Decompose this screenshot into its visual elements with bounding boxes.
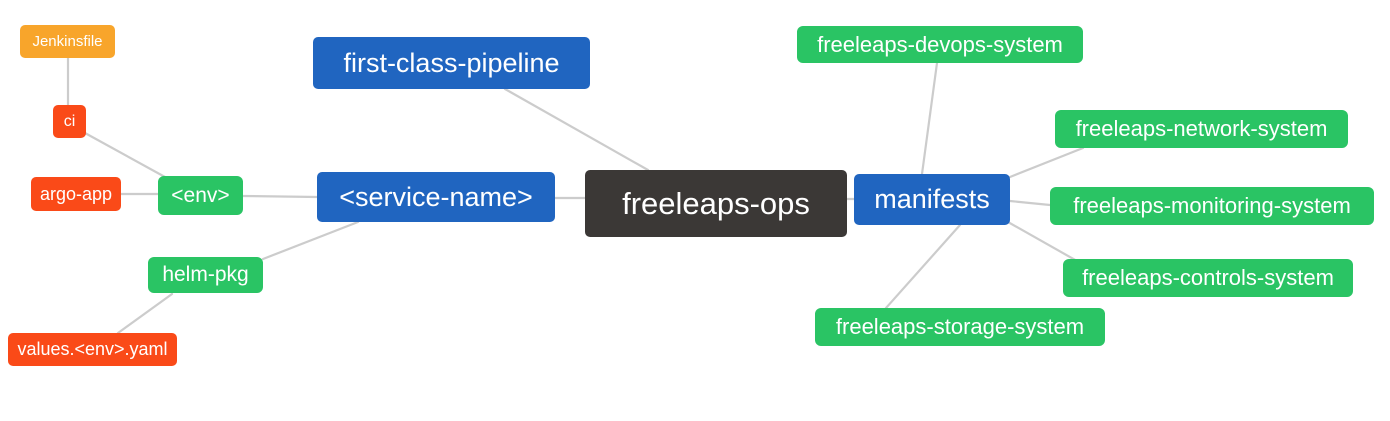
edge-servicename-helmpkg <box>261 220 360 261</box>
edge-manifests-network <box>1008 146 1085 179</box>
edge-manifests-devops <box>920 61 939 176</box>
node-freeleaps-storage-system-label: freeleaps-storage-system <box>835 314 1085 339</box>
node-first-class-pipeline[interactable]: first-class-pipeline <box>313 37 590 89</box>
edge-manifests-storage <box>884 223 962 310</box>
node-jenkinsfile-label: Jenkinsfile <box>32 33 103 50</box>
node-freeleaps-ops-label: freeleaps-ops <box>622 185 810 221</box>
node-manifests[interactable]: manifests <box>854 174 1010 225</box>
node-env[interactable]: <env> <box>158 176 243 215</box>
node-freeleaps-network-system-label: freeleaps-network-system <box>1075 116 1328 141</box>
node-freeleaps-ops-root[interactable]: freeleaps-ops <box>585 170 847 237</box>
node-service-name[interactable]: <service-name> <box>317 172 555 222</box>
node-ci[interactable]: ci <box>53 105 86 138</box>
edge-manifests-controls <box>1006 220 1079 263</box>
node-ci-label: ci <box>63 112 76 130</box>
node-freeleaps-devops-system[interactable]: freeleaps-devops-system <box>797 26 1083 63</box>
edge-env-servicename <box>241 194 319 199</box>
node-freeleaps-controls-system-label: freeleaps-controls-system <box>1082 265 1334 290</box>
node-env-label: <env> <box>171 183 230 207</box>
node-first-class-pipeline-label: first-class-pipeline <box>343 47 560 78</box>
node-manifests-label: manifests <box>874 184 990 214</box>
node-values-env-yaml[interactable]: values.<env>.yaml <box>8 333 177 366</box>
node-helm-pkg[interactable]: helm-pkg <box>148 257 263 293</box>
node-freeleaps-storage-system[interactable]: freeleaps-storage-system <box>815 308 1105 346</box>
node-argo-app-label: argo-app <box>39 183 113 204</box>
node-freeleaps-devops-system-label: freeleaps-devops-system <box>817 31 1063 57</box>
node-values-env-yaml-label: values.<env>.yaml <box>17 339 168 359</box>
edge-helmpkg-valuesyaml <box>116 292 174 335</box>
node-freeleaps-monitoring-system[interactable]: freeleaps-monitoring-system <box>1050 187 1374 225</box>
edge-manifests-monitoring <box>1008 199 1052 207</box>
node-freeleaps-network-system[interactable]: freeleaps-network-system <box>1055 110 1348 148</box>
node-helm-pkg-label: helm-pkg <box>162 263 249 286</box>
edge-ci-env <box>83 131 167 179</box>
node-freeleaps-controls-system[interactable]: freeleaps-controls-system <box>1063 259 1353 297</box>
node-freeleaps-monitoring-system-label: freeleaps-monitoring-system <box>1073 193 1351 218</box>
node-jenkinsfile[interactable]: Jenkinsfile <box>20 25 115 58</box>
edge-pipeline-freeleapsops <box>503 87 650 172</box>
node-argo-app[interactable]: argo-app <box>31 177 121 211</box>
node-service-name-label: <service-name> <box>339 181 533 212</box>
